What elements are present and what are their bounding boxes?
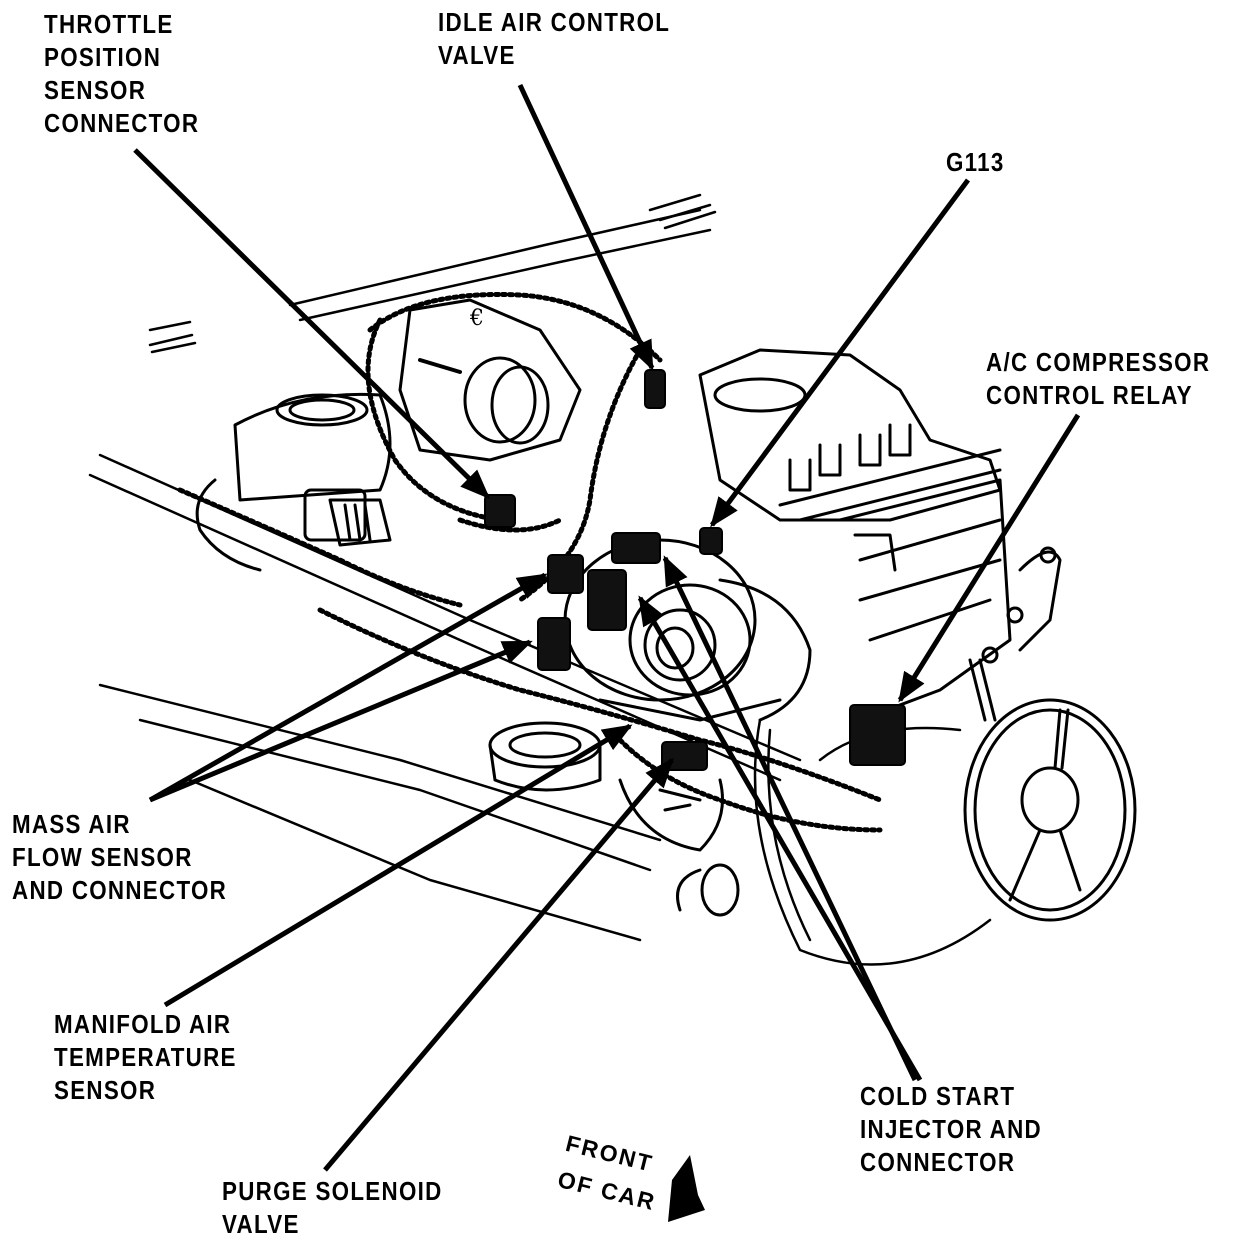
ac-relay-box (849, 704, 906, 766)
label-throttle-position-sensor-connector: THROTTLE POSITION SENSOR CONNECTOR (44, 9, 200, 138)
pulley (963, 546, 1137, 922)
leader-cold-start-2 (662, 555, 918, 1082)
maf-connector-lower (537, 617, 571, 671)
g113-ground (699, 527, 723, 555)
label-mass-air-flow-sensor: MASS AIR FLOW SENSOR AND CONNECTOR (12, 809, 228, 905)
intake-plenum (698, 348, 1002, 522)
label-ac-compressor-control-relay: A/C COMPRESSOR CONTROL RELAY (986, 347, 1211, 410)
connectors (484, 369, 906, 771)
leader-g113 (709, 178, 971, 528)
shock-tower (195, 392, 392, 572)
leader-maf-1 (148, 572, 548, 803)
cold-start-connector-a (611, 532, 661, 564)
cold-start-connector-b (587, 569, 627, 631)
iac-connector (644, 369, 666, 409)
maf-connector-upper (547, 554, 584, 594)
booster: € (398, 298, 582, 462)
label-purge-solenoid-valve: PURGE SOLENOID VALVE (222, 1176, 443, 1239)
leader-tps (133, 148, 491, 500)
label-manifold-air-temperature-sensor: MANIFOLD AIR TEMPERATURE SENSOR (54, 1009, 237, 1105)
leader-cold-start-1 (637, 595, 923, 1082)
leader-iac (517, 83, 655, 371)
leader-ac-relay (897, 413, 1081, 703)
label-g113: G113 (946, 147, 1005, 177)
label-cold-start-injector: COLD START INJECTOR AND CONNECTOR (860, 1081, 1042, 1177)
left-connector (303, 488, 392, 547)
tps-connector (484, 494, 516, 528)
hood-outline (148, 193, 717, 354)
label-idle-air-control-valve: IDLE AIR CONTROL VALVE (438, 7, 671, 70)
leader-mat (163, 723, 633, 1008)
leader-maf-2 (149, 639, 533, 803)
leader-purge (323, 757, 674, 1172)
svg-text:€: € (469, 306, 484, 331)
front-arrow-icon (668, 1155, 705, 1222)
leader-lines (133, 83, 1081, 1172)
